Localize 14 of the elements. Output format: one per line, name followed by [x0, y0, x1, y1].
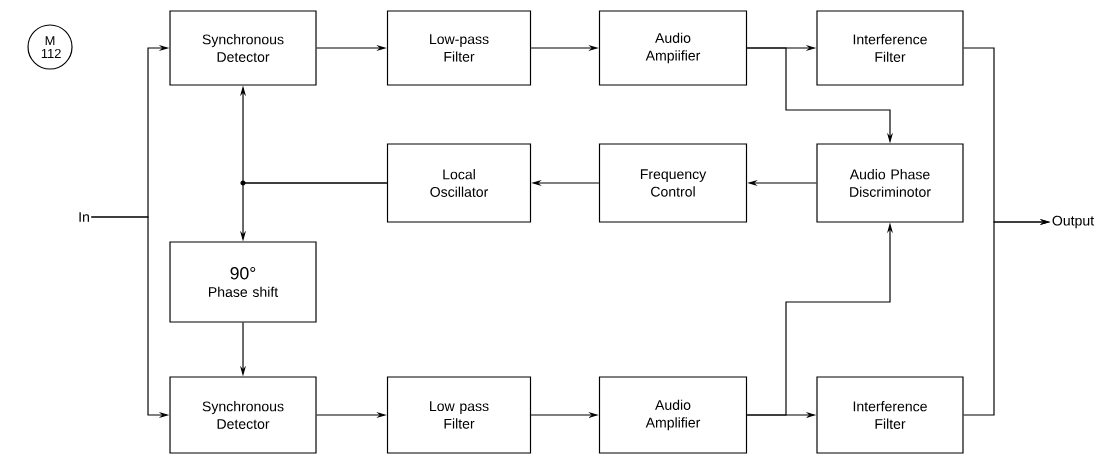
process-box: Interference Filter — [816, 376, 964, 454]
process-box: Synchronous Detector — [169, 376, 317, 454]
process-box: Frequency Control — [598, 143, 748, 223]
process-box: Low pass Filter — [386, 376, 532, 454]
process-box: Low-pass Filter — [386, 10, 532, 86]
process-box: Interference Filter — [816, 10, 964, 86]
process-box: 90° Phase shift — [169, 241, 317, 323]
signal-label: Output — [1052, 215, 1094, 229]
process-box: Audio Amplifier — [598, 376, 748, 454]
process-box: Synchronous Detector — [169, 10, 317, 86]
process-box: Audio Phase Discriminotor — [816, 143, 964, 223]
process-box: Local Oscillator — [386, 143, 532, 223]
signal-label: In — [79, 212, 89, 222]
process-box: Audio Ampiifier — [598, 10, 748, 86]
